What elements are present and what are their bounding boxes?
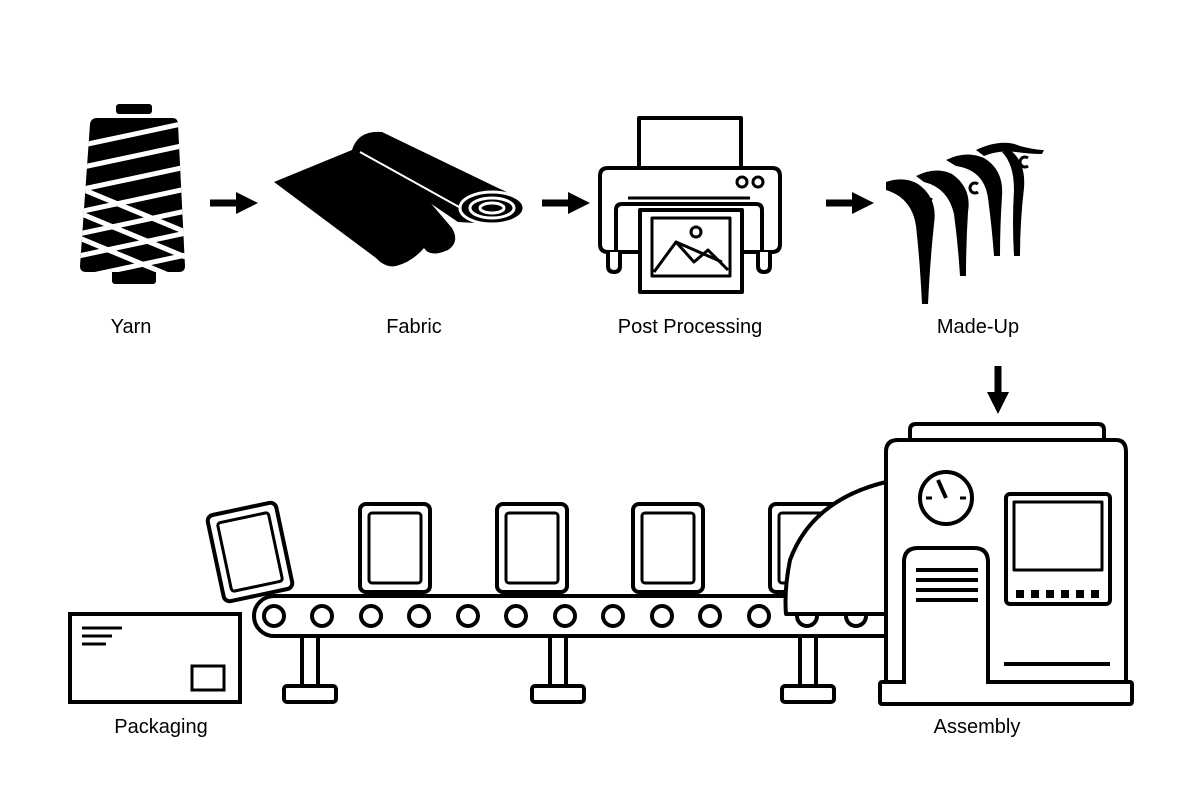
step-label-fabric: Fabric — [386, 316, 442, 338]
step-label-packaging: Packaging — [114, 716, 208, 738]
belt-item-tilted-icon — [205, 500, 295, 604]
arrow-right-icon — [542, 192, 590, 214]
yarn-cone-icon — [80, 104, 185, 284]
step-label-assembly: Assembly — [933, 716, 1021, 738]
arrow-right-icon — [210, 192, 258, 214]
belt-item-icon — [631, 502, 705, 594]
hanging-garments-icon — [886, 142, 1044, 304]
assembly-machine-icon — [783, 422, 1134, 706]
printer-icon — [598, 116, 782, 294]
fabric-roll-icon — [274, 131, 526, 267]
hanger-hook-icon — [922, 155, 1029, 211]
step-label-made-up: Made-Up — [936, 316, 1020, 338]
belt-item-icon — [495, 502, 569, 594]
arrow-down-icon — [987, 366, 1009, 414]
belt-item-icon — [358, 502, 432, 594]
step-label-post-processing: Post Processing — [617, 316, 763, 338]
shipping-box-icon — [68, 612, 242, 704]
arrow-right-icon — [826, 192, 874, 214]
step-label-yarn: Yarn — [110, 316, 152, 338]
